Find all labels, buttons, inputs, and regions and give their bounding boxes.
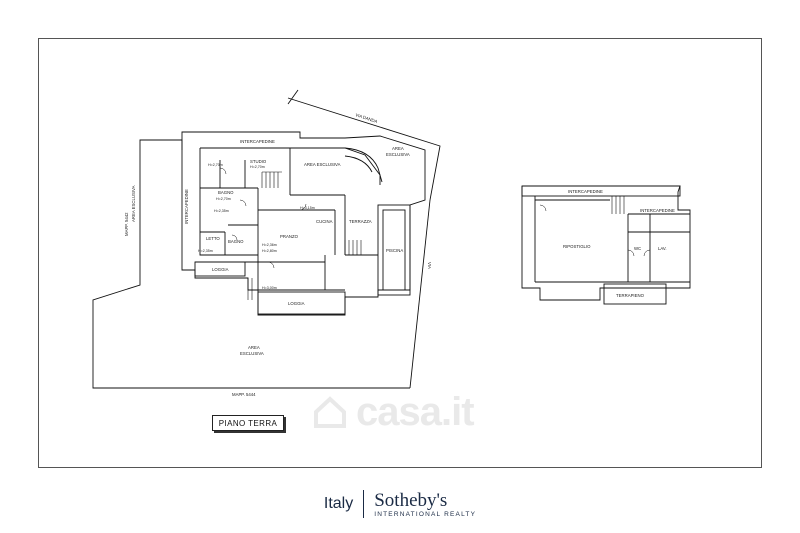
label-esclusiva-bottom: ESCLUSIVA bbox=[240, 351, 264, 356]
house-icon bbox=[314, 396, 346, 428]
label-area-bottom: AREA bbox=[248, 345, 260, 350]
floorplan-frame bbox=[38, 38, 762, 468]
basement-doors bbox=[539, 204, 651, 257]
label-ripostiglio: RIPOSTIGLIO bbox=[563, 244, 591, 249]
label-basement-intercapedine: INTERCAPEDINE bbox=[568, 189, 603, 194]
floor-title: PIANO TERRA bbox=[212, 415, 284, 431]
label-height-7: H=2,36m bbox=[262, 243, 277, 247]
label-mapp-bottom: MAPP. 5444 bbox=[232, 392, 256, 397]
label-height-2: H=2,70m bbox=[250, 165, 265, 169]
terrace-curve bbox=[344, 147, 383, 183]
label-bagno: BAGNO bbox=[218, 190, 234, 195]
footer-separator bbox=[363, 490, 365, 518]
casa-it-watermark: casa.it bbox=[310, 388, 530, 436]
label-basement-intercapedine-right: INTERCAPEDINE bbox=[640, 208, 675, 213]
label-height-1: H=2,70m bbox=[208, 163, 223, 167]
footer-country: Italy bbox=[323, 495, 354, 512]
brand-logo: Sotheby's INTERNATIONAL REALTY bbox=[374, 489, 477, 518]
building-outline bbox=[181, 131, 426, 316]
label-wc: WC bbox=[634, 246, 641, 251]
pool-outer bbox=[377, 204, 411, 296]
label-height-5: H=2,35m bbox=[198, 249, 213, 253]
stairs bbox=[247, 171, 362, 300]
label-letto: LETTO bbox=[206, 236, 220, 241]
label-height-3: H=2,70m bbox=[216, 197, 231, 201]
label-intercapedine: INTERCAPEDINE bbox=[240, 139, 275, 144]
label-cucina: CUCINA bbox=[316, 219, 333, 224]
footer: Italy Sotheby's INTERNATIONAL REALTY bbox=[0, 486, 800, 522]
loggia-bottom-box bbox=[257, 291, 346, 315]
label-pranzo: PRANZO bbox=[280, 234, 299, 239]
label-intercapedine-left: INTERCAPEDINE bbox=[184, 189, 189, 224]
wall-a bbox=[199, 148, 258, 256]
site-boundary bbox=[139, 139, 183, 152]
label-terrazza: TERRAZZA bbox=[349, 219, 372, 224]
basement-terrapieno-box bbox=[603, 283, 667, 305]
label-via-right: VIA bbox=[427, 262, 432, 269]
label-esclusiva: ESCLUSIVA bbox=[386, 152, 410, 157]
label-loggia-bottom: LOGGIA bbox=[288, 301, 305, 306]
label-area-esclusiva: AREA ESCLUSIVA bbox=[304, 162, 341, 167]
site-boundary-right bbox=[409, 199, 431, 389]
terrace-curve-inner bbox=[344, 155, 373, 173]
label-studio: STUDIO bbox=[250, 159, 267, 164]
doors bbox=[219, 167, 307, 269]
brand-subtitle: INTERNATIONAL REALTY bbox=[374, 510, 477, 518]
basement-stairs bbox=[611, 196, 625, 214]
label-bagno-small: BAGNO bbox=[228, 239, 244, 244]
brand-name: Sotheby's bbox=[374, 489, 448, 511]
label-area-esclusiva-left: AREA ESCLUSIVA bbox=[131, 185, 136, 222]
label-via-top: VIA DANDA bbox=[355, 112, 378, 124]
road-edge-2 bbox=[287, 89, 299, 105]
label-height-8: H=2,80m bbox=[262, 249, 277, 253]
label-mapp-left: MAPP. 5442 bbox=[124, 212, 129, 236]
label-height-6: H=3,15m bbox=[300, 206, 315, 210]
label-height-4: H=2,35m bbox=[214, 209, 229, 213]
label-lav: LAV. bbox=[658, 246, 667, 251]
label-loggia-left: LOGGIA bbox=[212, 267, 229, 272]
basement-top-strip bbox=[521, 185, 681, 197]
label-area: AREA bbox=[392, 146, 404, 151]
basement-outline bbox=[521, 185, 691, 301]
road-edge bbox=[287, 97, 441, 201]
site-boundary-left bbox=[92, 152, 410, 389]
pool-inner bbox=[382, 209, 406, 291]
wall-c bbox=[290, 147, 381, 185]
loggia-left-box bbox=[194, 261, 246, 277]
label-height-9: H=3,00m bbox=[262, 286, 277, 290]
label-terrapieno: TERRAPIENO bbox=[616, 293, 645, 298]
label-piscina: PISCINA bbox=[386, 248, 403, 253]
watermark-text: casa.it bbox=[356, 389, 475, 434]
